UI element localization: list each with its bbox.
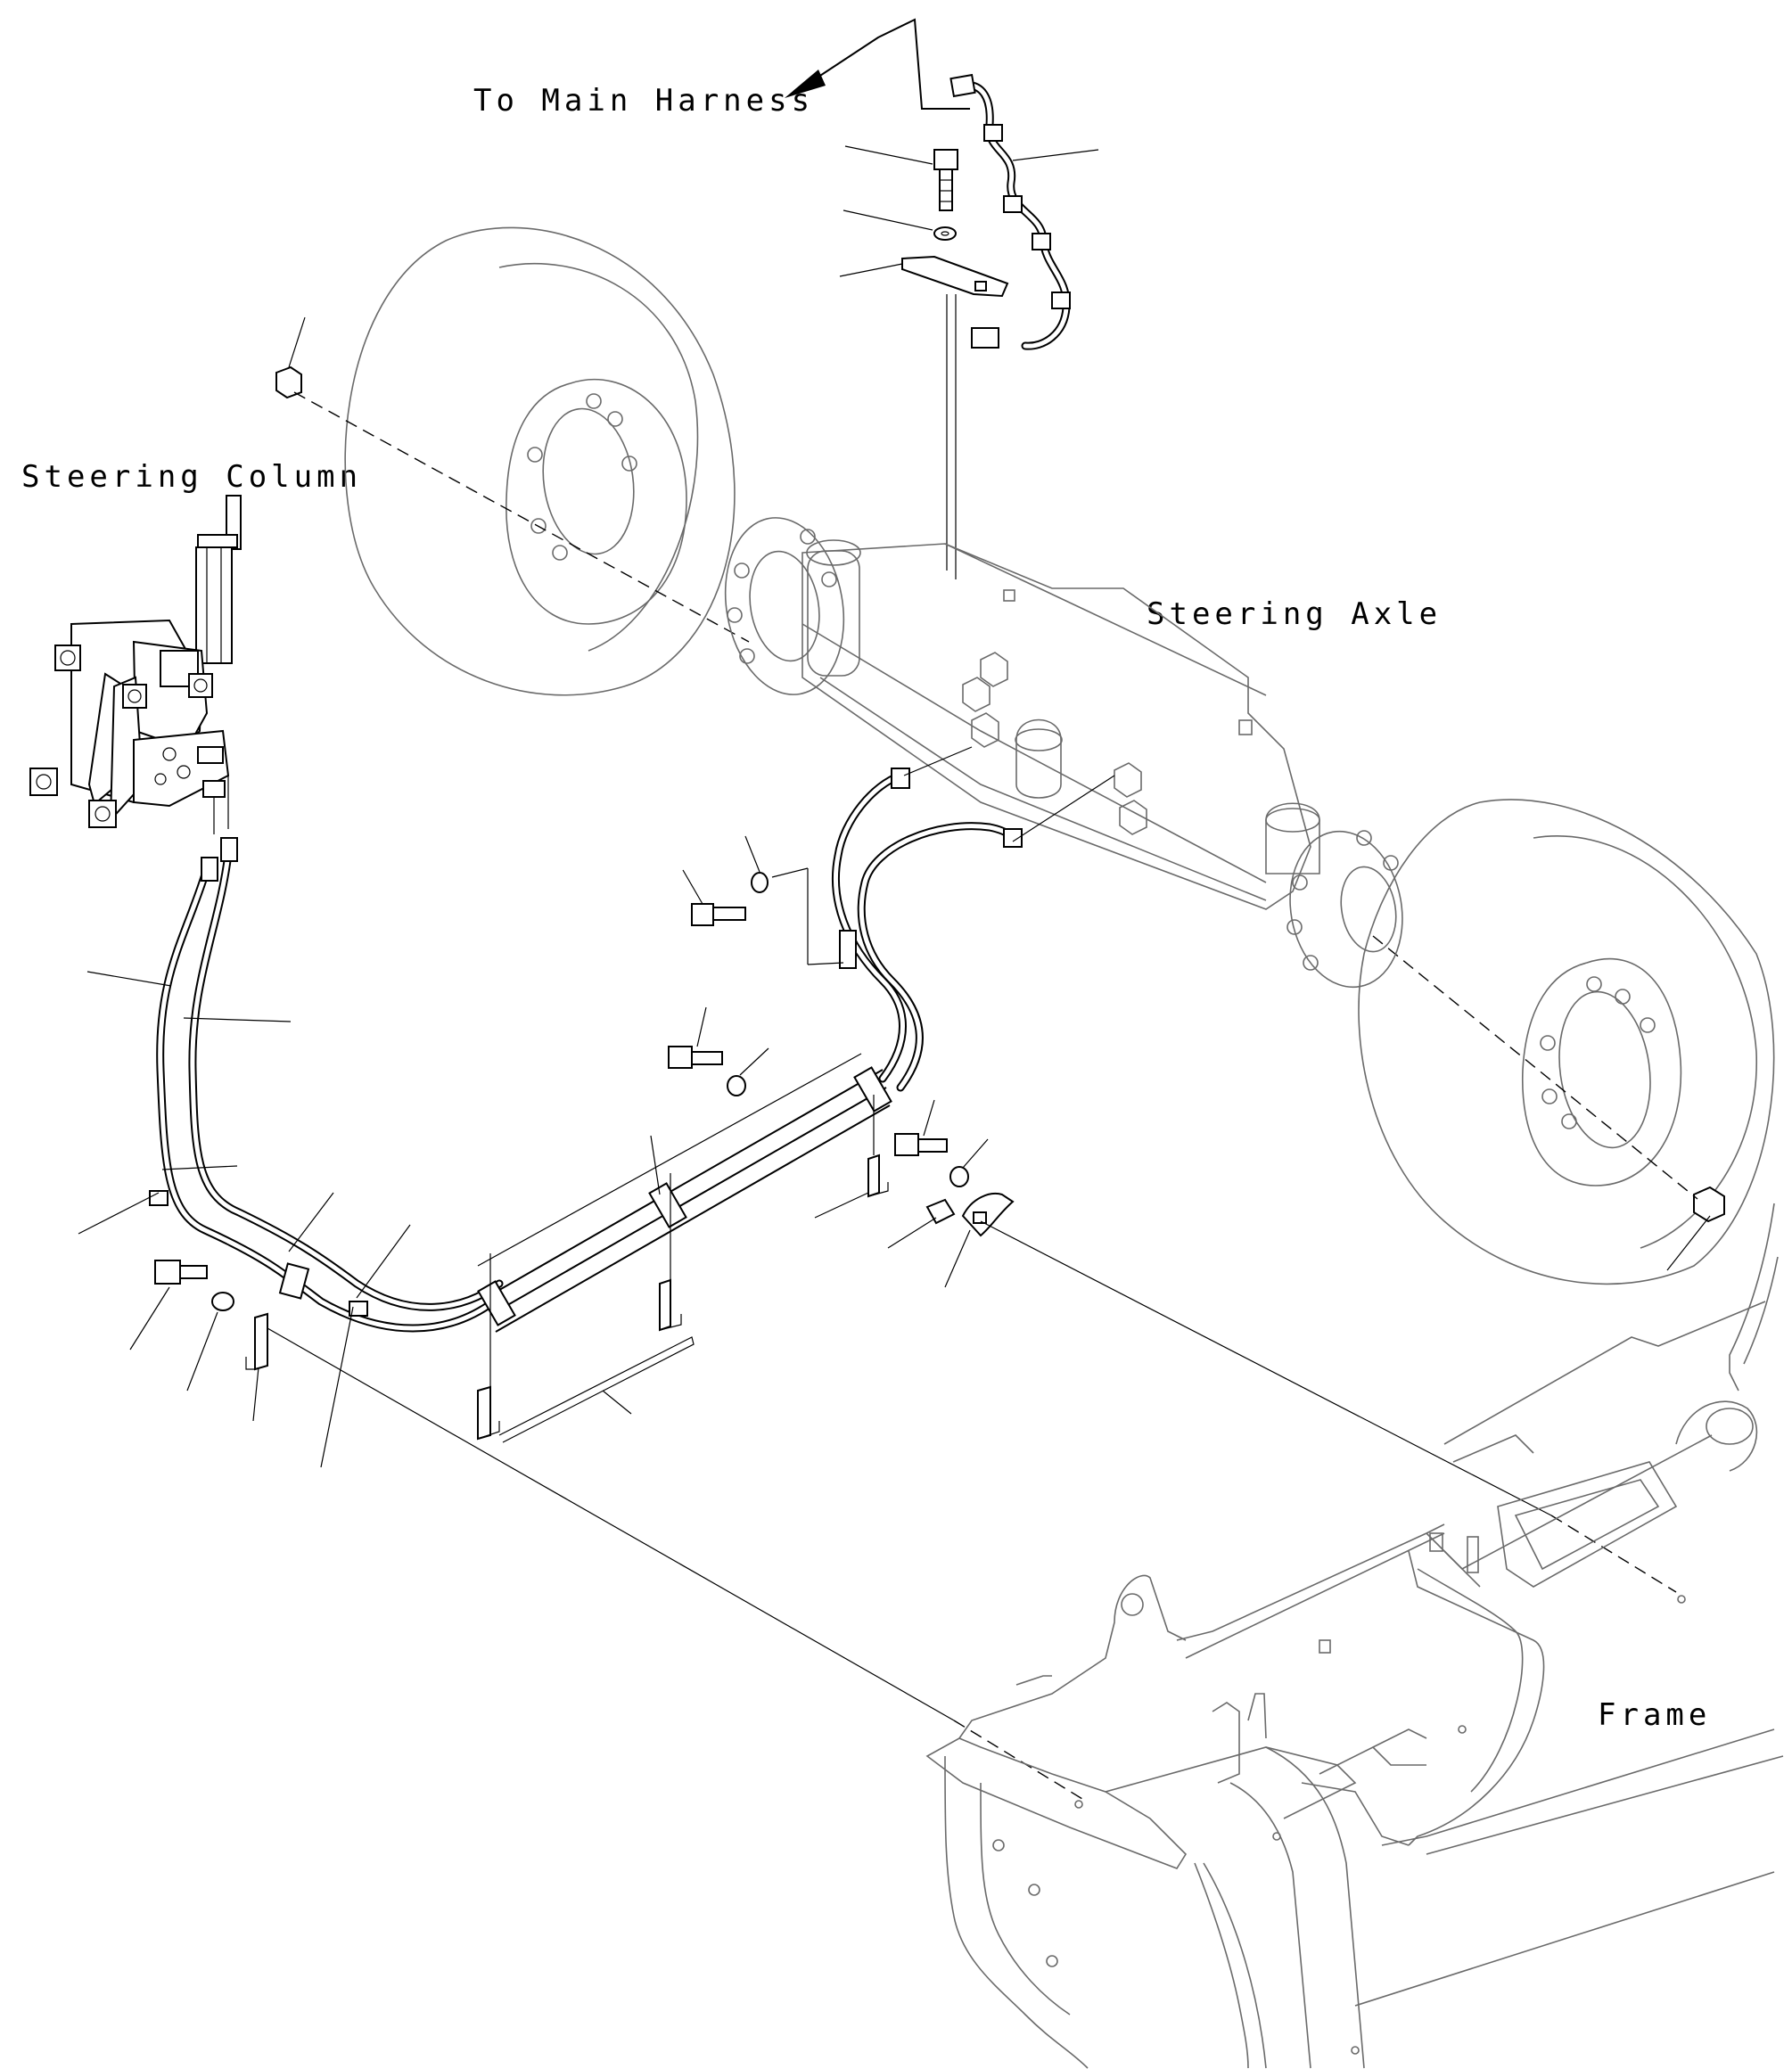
hose-left-a xyxy=(156,858,498,1333)
washer-clamp-mid xyxy=(727,1047,769,1096)
leader-lines xyxy=(78,971,875,1468)
steering-column xyxy=(29,495,242,834)
wire-harness xyxy=(949,73,1099,350)
clamp-plate-right xyxy=(887,1193,1015,1288)
support-plate xyxy=(498,1336,695,1443)
label-steering-axle: Steering Axle xyxy=(1147,596,1442,632)
bracket-lower-left xyxy=(245,1312,268,1422)
steering-axle xyxy=(724,517,1403,989)
axis-right xyxy=(1372,935,1698,1200)
hose-main-run xyxy=(477,1066,892,1333)
main-harness-arrow xyxy=(785,18,970,110)
label-steering-column: Steering Column xyxy=(21,459,362,495)
axis-left xyxy=(293,391,750,643)
label-frame: Frame xyxy=(1598,1697,1711,1733)
hose-leader-b xyxy=(1012,775,1115,842)
bracket-hose-b xyxy=(659,1278,682,1332)
bracket-top xyxy=(839,255,1009,298)
bolt-clamp-lower xyxy=(129,1260,208,1351)
hose-right-a xyxy=(831,771,907,1083)
wheel-left xyxy=(344,226,736,696)
washer-clamp-upper xyxy=(744,835,769,893)
washer-top xyxy=(843,209,957,241)
bolt-clamp-mid xyxy=(668,1006,723,1069)
nut-left xyxy=(275,316,306,399)
washer-clamp-right xyxy=(949,1138,989,1187)
bolt-clamp-upper xyxy=(682,869,746,926)
centerline-left xyxy=(267,1327,955,1721)
frame xyxy=(925,1203,1784,2069)
hose-leader-a xyxy=(903,746,973,776)
hose-fittings xyxy=(149,837,368,1317)
label-to-main-harness: To Main Harness xyxy=(473,83,814,119)
bolt-clamp-right xyxy=(894,1099,948,1156)
nut-right xyxy=(1666,1186,1725,1271)
bracket-hose-a xyxy=(477,1385,500,1441)
bracket-hose-c xyxy=(867,1154,889,1198)
washer-clamp-lower xyxy=(186,1292,234,1392)
hose-right-b xyxy=(839,768,1023,1092)
bolt-top xyxy=(844,145,958,211)
hose-left-b xyxy=(188,850,504,1311)
centerline-right xyxy=(980,1220,1552,1516)
